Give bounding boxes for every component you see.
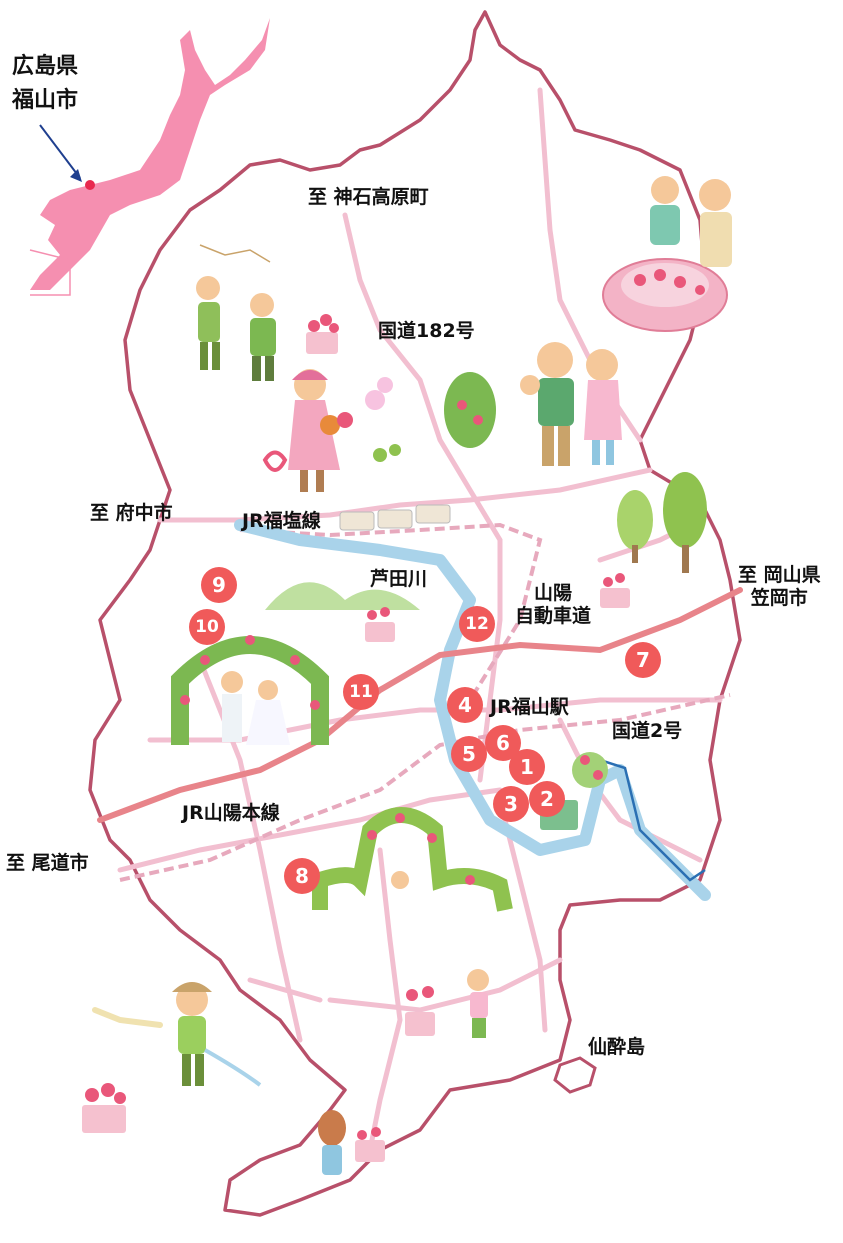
marker-8[interactable]: 8 (284, 858, 320, 894)
japan-inset (29, 18, 270, 296)
musicians-icon (196, 244, 276, 381)
tomonoura-icon (318, 1110, 385, 1175)
jr-fukuyama-station-label: JR福山駅 (490, 696, 569, 718)
sanyo-expressway (97, 587, 743, 823)
direction-kannabe-label: 至 神石高原町 (308, 186, 429, 208)
jr-sanyo-line (119, 693, 731, 882)
jr-fukuen-line-label: JR福塩線 (242, 510, 321, 532)
senzui-island-label: 仙酔島 (588, 1036, 646, 1058)
ashida-river-label: 芦田川 (370, 568, 428, 590)
train-icon (339, 504, 451, 531)
prefecture-label: 広島県 (12, 54, 79, 79)
marker-4[interactable]: 4 (447, 687, 483, 723)
marker-9[interactable]: 9 (201, 567, 237, 603)
marker-12[interactable]: 12 (459, 606, 495, 642)
sanyo-expressway-label: 山陽 自動車道 (515, 582, 592, 627)
marker-5[interactable]: 5 (451, 736, 487, 772)
trees-icon (617, 472, 707, 573)
direction-fuchu-label: 至 府中市 (90, 502, 173, 524)
marker-11[interactable]: 11 (343, 674, 379, 710)
city-label: 福山市 (12, 88, 79, 113)
marker-2[interactable]: 2 (529, 781, 565, 817)
route-182-label: 国道182号 (378, 320, 475, 342)
fukuyama-pin-icon (85, 180, 95, 190)
flower-pot-icon-river (365, 607, 395, 642)
family-with-baby-icon (444, 342, 622, 466)
route-2-label: 国道2号 (612, 720, 683, 742)
flower-pot-icon (306, 314, 339, 354)
senzui-island (553, 1056, 597, 1094)
jr-fukuen-line (239, 522, 543, 702)
direction-okayama-label: 至 岡山県 笠岡市 (738, 564, 821, 609)
jr-sanyo-line-label: JR山陽本線 (182, 802, 280, 824)
marker-7[interactable]: 7 (625, 642, 661, 678)
marker-3[interactable]: 3 (493, 786, 529, 822)
rose-arch-icon (312, 807, 513, 912)
wedding-arch-icon (171, 635, 329, 745)
marker-10[interactable]: 10 (189, 609, 225, 645)
flower-pot-icon-southwest (82, 1083, 126, 1133)
flower-pot-icon-east (600, 573, 630, 608)
rose-garden-couple-icon (602, 176, 732, 332)
road-network (117, 87, 723, 1153)
girl-flowers-south-icon (405, 969, 489, 1038)
direction-onomichi-label: 至 尾道市 (6, 852, 89, 874)
marker-6[interactable]: 6 (485, 725, 521, 761)
arrow-icon (39, 124, 81, 179)
gardener-icon (92, 982, 262, 1087)
ashida-river (234, 519, 711, 901)
japan-map-icon (30, 18, 270, 290)
girl-with-roses-icon (262, 369, 401, 492)
hills-icon (265, 582, 420, 610)
river-edge (599, 758, 706, 882)
